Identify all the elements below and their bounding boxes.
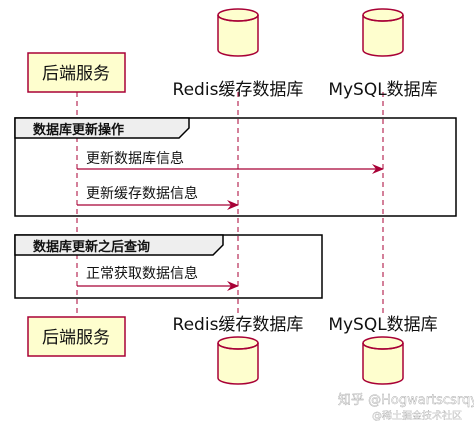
database-mysql-label-top: MySQL数据库	[328, 80, 437, 100]
database-mysql-label-bottom: MySQL数据库	[328, 315, 437, 335]
message-update-db-label: 更新数据库信息	[86, 150, 184, 167]
participant-backend-label: 后端服务	[42, 64, 110, 84]
message-update-cache: 更新缓存数据信息	[77, 185, 239, 210]
database-mysql-bottom: MySQL数据库	[328, 315, 438, 385]
watermark: 知乎 @Hogwartscsrqy @稀土掘金技术社区	[338, 392, 474, 422]
message-get-data-label: 正常获取数据信息	[86, 265, 198, 282]
participant-backend-top: 后端服务	[27, 52, 126, 93]
database-mysql-top: MySQL数据库	[328, 8, 438, 100]
watermark-line2: @稀土掘金技术社区	[372, 409, 462, 422]
group-query-title: 数据库更新之后查询	[33, 239, 150, 255]
message-update-db: 更新数据库信息	[77, 150, 384, 174]
message-update-cache-label: 更新缓存数据信息	[86, 185, 198, 202]
database-redis-bottom: Redis缓存数据库	[173, 315, 304, 385]
participant-backend-label-bottom: 后端服务	[42, 328, 110, 348]
group-update: 数据库更新操作	[14, 117, 457, 217]
watermark-line1: 知乎 @Hogwartscsrqy	[338, 392, 474, 408]
message-get-data: 正常获取数据信息	[77, 265, 239, 291]
group-query: 数据库更新之后查询	[14, 234, 323, 299]
database-redis-top: Redis缓存数据库	[173, 8, 304, 100]
participant-backend-bottom: 后端服务	[27, 316, 126, 357]
group-update-title: 数据库更新操作	[33, 122, 124, 138]
database-redis-label-bottom: Redis缓存数据库	[173, 315, 304, 335]
database-redis-label-top: Redis缓存数据库	[173, 80, 304, 100]
